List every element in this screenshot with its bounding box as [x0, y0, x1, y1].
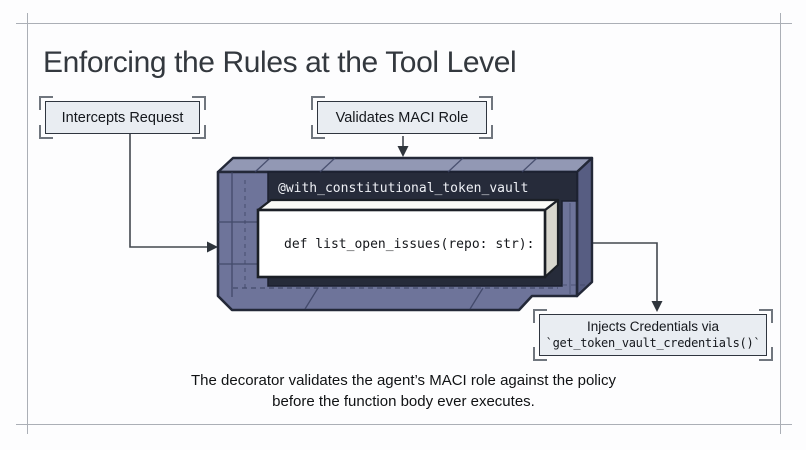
bracket-icon: [533, 309, 547, 323]
bracket-icon: [192, 125, 206, 139]
bracket-icon: [311, 96, 325, 110]
caption: The decorator validates the agent’s MACI…: [27, 371, 780, 412]
vault-right-face: [575, 156, 594, 298]
bracket-icon: [192, 96, 206, 110]
bracket-icon: [479, 125, 493, 139]
bracket-icon: [39, 96, 53, 110]
caption-line2: before the function body ever executes.: [272, 392, 535, 410]
bracket-icon: [533, 347, 547, 361]
tag-injects-credentials: Injects Credentials via `get_token_vault…: [533, 309, 773, 361]
code-box-front-face: [256, 208, 547, 279]
tag-label-line1: Injects Credentials via: [586, 319, 720, 334]
code-box-side-face: [543, 198, 560, 279]
border-line-bottom: [16, 424, 792, 425]
tag-validates-maci-role: Validates MACI Role: [311, 96, 493, 139]
bracket-icon: [759, 309, 773, 323]
tag-label: Intercepts Request: [61, 109, 184, 126]
arrowhead-validates: [397, 146, 409, 157]
page-title: Enforcing the Rules at the Tool Level: [43, 46, 517, 79]
code-box-top-face: [256, 198, 560, 212]
tag-label-line2: `get_token_vault_credentials()`: [545, 336, 761, 350]
arrowhead-intercepts: [207, 241, 218, 253]
bracket-icon: [39, 125, 53, 139]
decorator-label: @with_constitutional_token_vault: [278, 181, 528, 196]
arrow-intercepts: [129, 134, 208, 248]
bracket-icon: [311, 125, 325, 139]
code-label: def list_open_issues(repo: str):: [284, 237, 534, 252]
caption-line1: The decorator validates the agent’s MACI…: [191, 372, 616, 389]
tag-label: Validates MACI Role: [335, 109, 469, 126]
border-line-right: [780, 13, 781, 434]
bracket-icon: [759, 347, 773, 361]
code-box: def list_open_issues(repo: str):: [256, 198, 560, 279]
tag-intercepts-request: Intercepts Request: [39, 96, 206, 139]
arrowhead-injects: [651, 301, 663, 312]
border-line-top: [16, 23, 792, 24]
border-line-left: [27, 13, 28, 434]
vault-top-face: [216, 156, 594, 174]
bracket-icon: [479, 96, 493, 110]
